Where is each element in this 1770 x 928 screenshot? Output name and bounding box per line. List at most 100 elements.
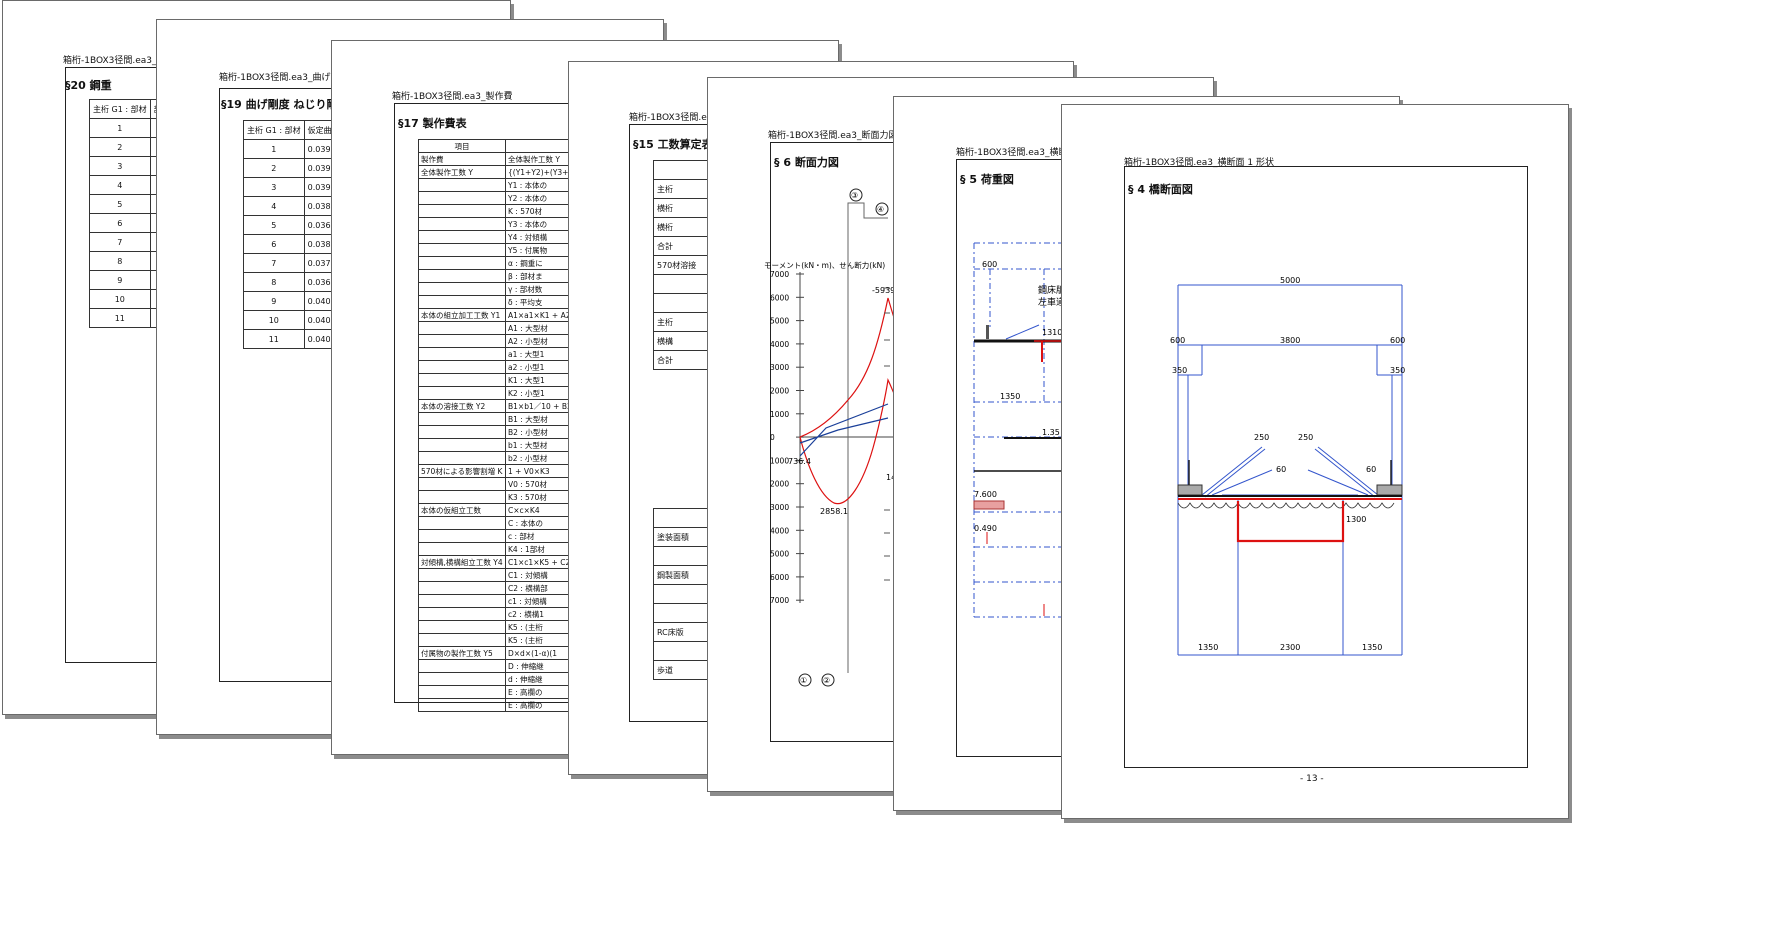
page-header: 箱桁-1BOX3径間.ea3_曲げ剛度 — [219, 73, 349, 83]
annotation-clipped: 14 — [886, 473, 896, 482]
table-row: 全体製作工数 Y{(Y1+Y2)+(Y3+Y4+ — [418, 165, 588, 179]
table-cell — [418, 698, 506, 712]
table-row: V0 : 570材 — [418, 477, 588, 491]
table-row: b2 : 小型材 — [418, 451, 588, 465]
table-row: Y2 : 本体の — [418, 191, 588, 205]
dim-label: 1350 — [1000, 392, 1020, 401]
barrier — [986, 325, 989, 339]
table-cell — [418, 321, 506, 335]
dim-label: 1310 — [1042, 328, 1062, 337]
table-cell — [418, 451, 506, 465]
table-row: d : 伸縮継 — [418, 672, 588, 686]
table-cell: 5 — [243, 215, 305, 235]
table-cell — [418, 217, 506, 231]
table-cell — [418, 191, 506, 205]
dim-label: 60 — [1276, 465, 1286, 474]
table-row: A1 : 大型材 — [418, 321, 588, 335]
table-row: K1 : 大型1 — [418, 373, 588, 387]
table-row: D : 伸縮継 — [418, 659, 588, 673]
table-cell — [418, 412, 506, 426]
table-cell: 570材による影響割増 K — [418, 464, 506, 478]
table-row: K5 : (主桁 — [418, 633, 588, 647]
table-row: c : 部材 — [418, 529, 588, 543]
table-cell: 3 — [89, 156, 151, 176]
node-marker-1 — [798, 673, 812, 687]
section-force-diagram: モーメント(kN・m)、せん断力(kN) 7000600050004000300… — [764, 188, 908, 687]
table-row: E : 高欄の — [418, 698, 588, 712]
y-tick-label: 7000 — [770, 270, 789, 279]
table-cell: 本体の組立加工工数 Y1 — [418, 308, 506, 322]
table-cell: 歩道 — [653, 660, 715, 680]
dim-label: 1.35 — [1042, 428, 1060, 437]
table-cell — [418, 243, 506, 257]
y-tick-label: 6000 — [770, 573, 789, 582]
table-row: K4 : 1部材 — [418, 542, 588, 556]
dim-label: 2300 — [1280, 643, 1300, 652]
table-cell: 全体製作工数 Y — [418, 165, 506, 179]
table-cell: 10 — [89, 289, 151, 309]
table-cell — [418, 334, 506, 348]
table-cell: 8 — [89, 251, 151, 271]
table-cell: 9 — [243, 291, 305, 311]
dim-label: 5000 — [1280, 276, 1300, 285]
table-cell: 製作費 — [418, 152, 506, 166]
table-row: E : 高欄の — [418, 685, 588, 699]
dim-label: 350 — [1390, 366, 1405, 375]
table-row: b1 : 大型材 — [418, 438, 588, 452]
document-page-bridge-cross-section[interactable]: 箱桁-1BOX3径間.ea3_横断面 1 形状 § 4 橋断面図 — [1061, 104, 1569, 819]
table-cell — [418, 529, 506, 543]
table-cell — [418, 607, 506, 621]
table-row: γ : 部材数 — [418, 282, 588, 296]
page-header: 箱桁-1BOX3径間.ea3_横断面 1 — [956, 148, 1086, 158]
table-row: C1 : 対傾構 — [418, 568, 588, 582]
table-cell — [653, 641, 715, 661]
table-cell: 11 — [243, 329, 305, 349]
y-tick-label: 0 — [770, 433, 775, 442]
table-row: B2 : 小型材 — [418, 425, 588, 439]
shear-curve — [799, 403, 889, 457]
table-cell — [653, 584, 715, 604]
table-cell: 横桁 — [653, 217, 715, 237]
y-tick-label: 2000 — [770, 480, 789, 489]
table-cell — [653, 508, 715, 528]
table-cell: 10 — [243, 310, 305, 330]
load-diagram: 600 鋼床版 左車道 1310 1350 1.35 7.600 0.490 — [973, 242, 1065, 618]
table-cell — [418, 594, 506, 608]
page-header: 箱桁-1BOX3径間.ea3_工数 — [629, 113, 741, 123]
box-girder — [1236, 501, 1345, 543]
left-barrier — [1177, 484, 1203, 496]
table-row: C2 : 横構部 — [418, 581, 588, 595]
section-title: § 5 荷重図 — [960, 173, 1014, 186]
table-cell — [418, 347, 506, 361]
dim-label: 鋼床版 — [1038, 284, 1065, 296]
page-number: - 13 - — [1300, 774, 1324, 784]
dim-label: 600 — [1170, 336, 1185, 345]
y-tick-label: 4000 — [770, 340, 789, 349]
y-tick-label: 3000 — [770, 503, 789, 512]
table-header-cell: 項目 — [418, 139, 506, 153]
table-cell: 本体の溶接工数 Y2 — [418, 399, 506, 413]
load-block — [973, 500, 1005, 510]
dim-label: 7.600 — [974, 490, 997, 499]
node-marker-3 — [849, 188, 863, 202]
table-cell — [653, 603, 715, 623]
table-cell: 3 — [243, 177, 305, 197]
table-row: c1 : 対傾構 — [418, 594, 588, 608]
table-row: a1 : 大型1 — [418, 347, 588, 361]
table-cell — [418, 477, 506, 491]
dim-label: 3800 — [1280, 336, 1300, 345]
table-cell — [418, 542, 506, 556]
table-header-row: 項目 — [418, 139, 588, 153]
table-cell — [418, 568, 506, 582]
table-cell: 4 — [243, 196, 305, 216]
table-cell — [418, 282, 506, 296]
table-cell — [418, 490, 506, 504]
dim-label: 250 — [1254, 433, 1269, 442]
page-header: 箱桁-1BOX3径間.ea3_鋼重 — [63, 56, 175, 66]
table-cell: 8 — [243, 272, 305, 292]
dim-label: 1300 — [1346, 515, 1366, 524]
